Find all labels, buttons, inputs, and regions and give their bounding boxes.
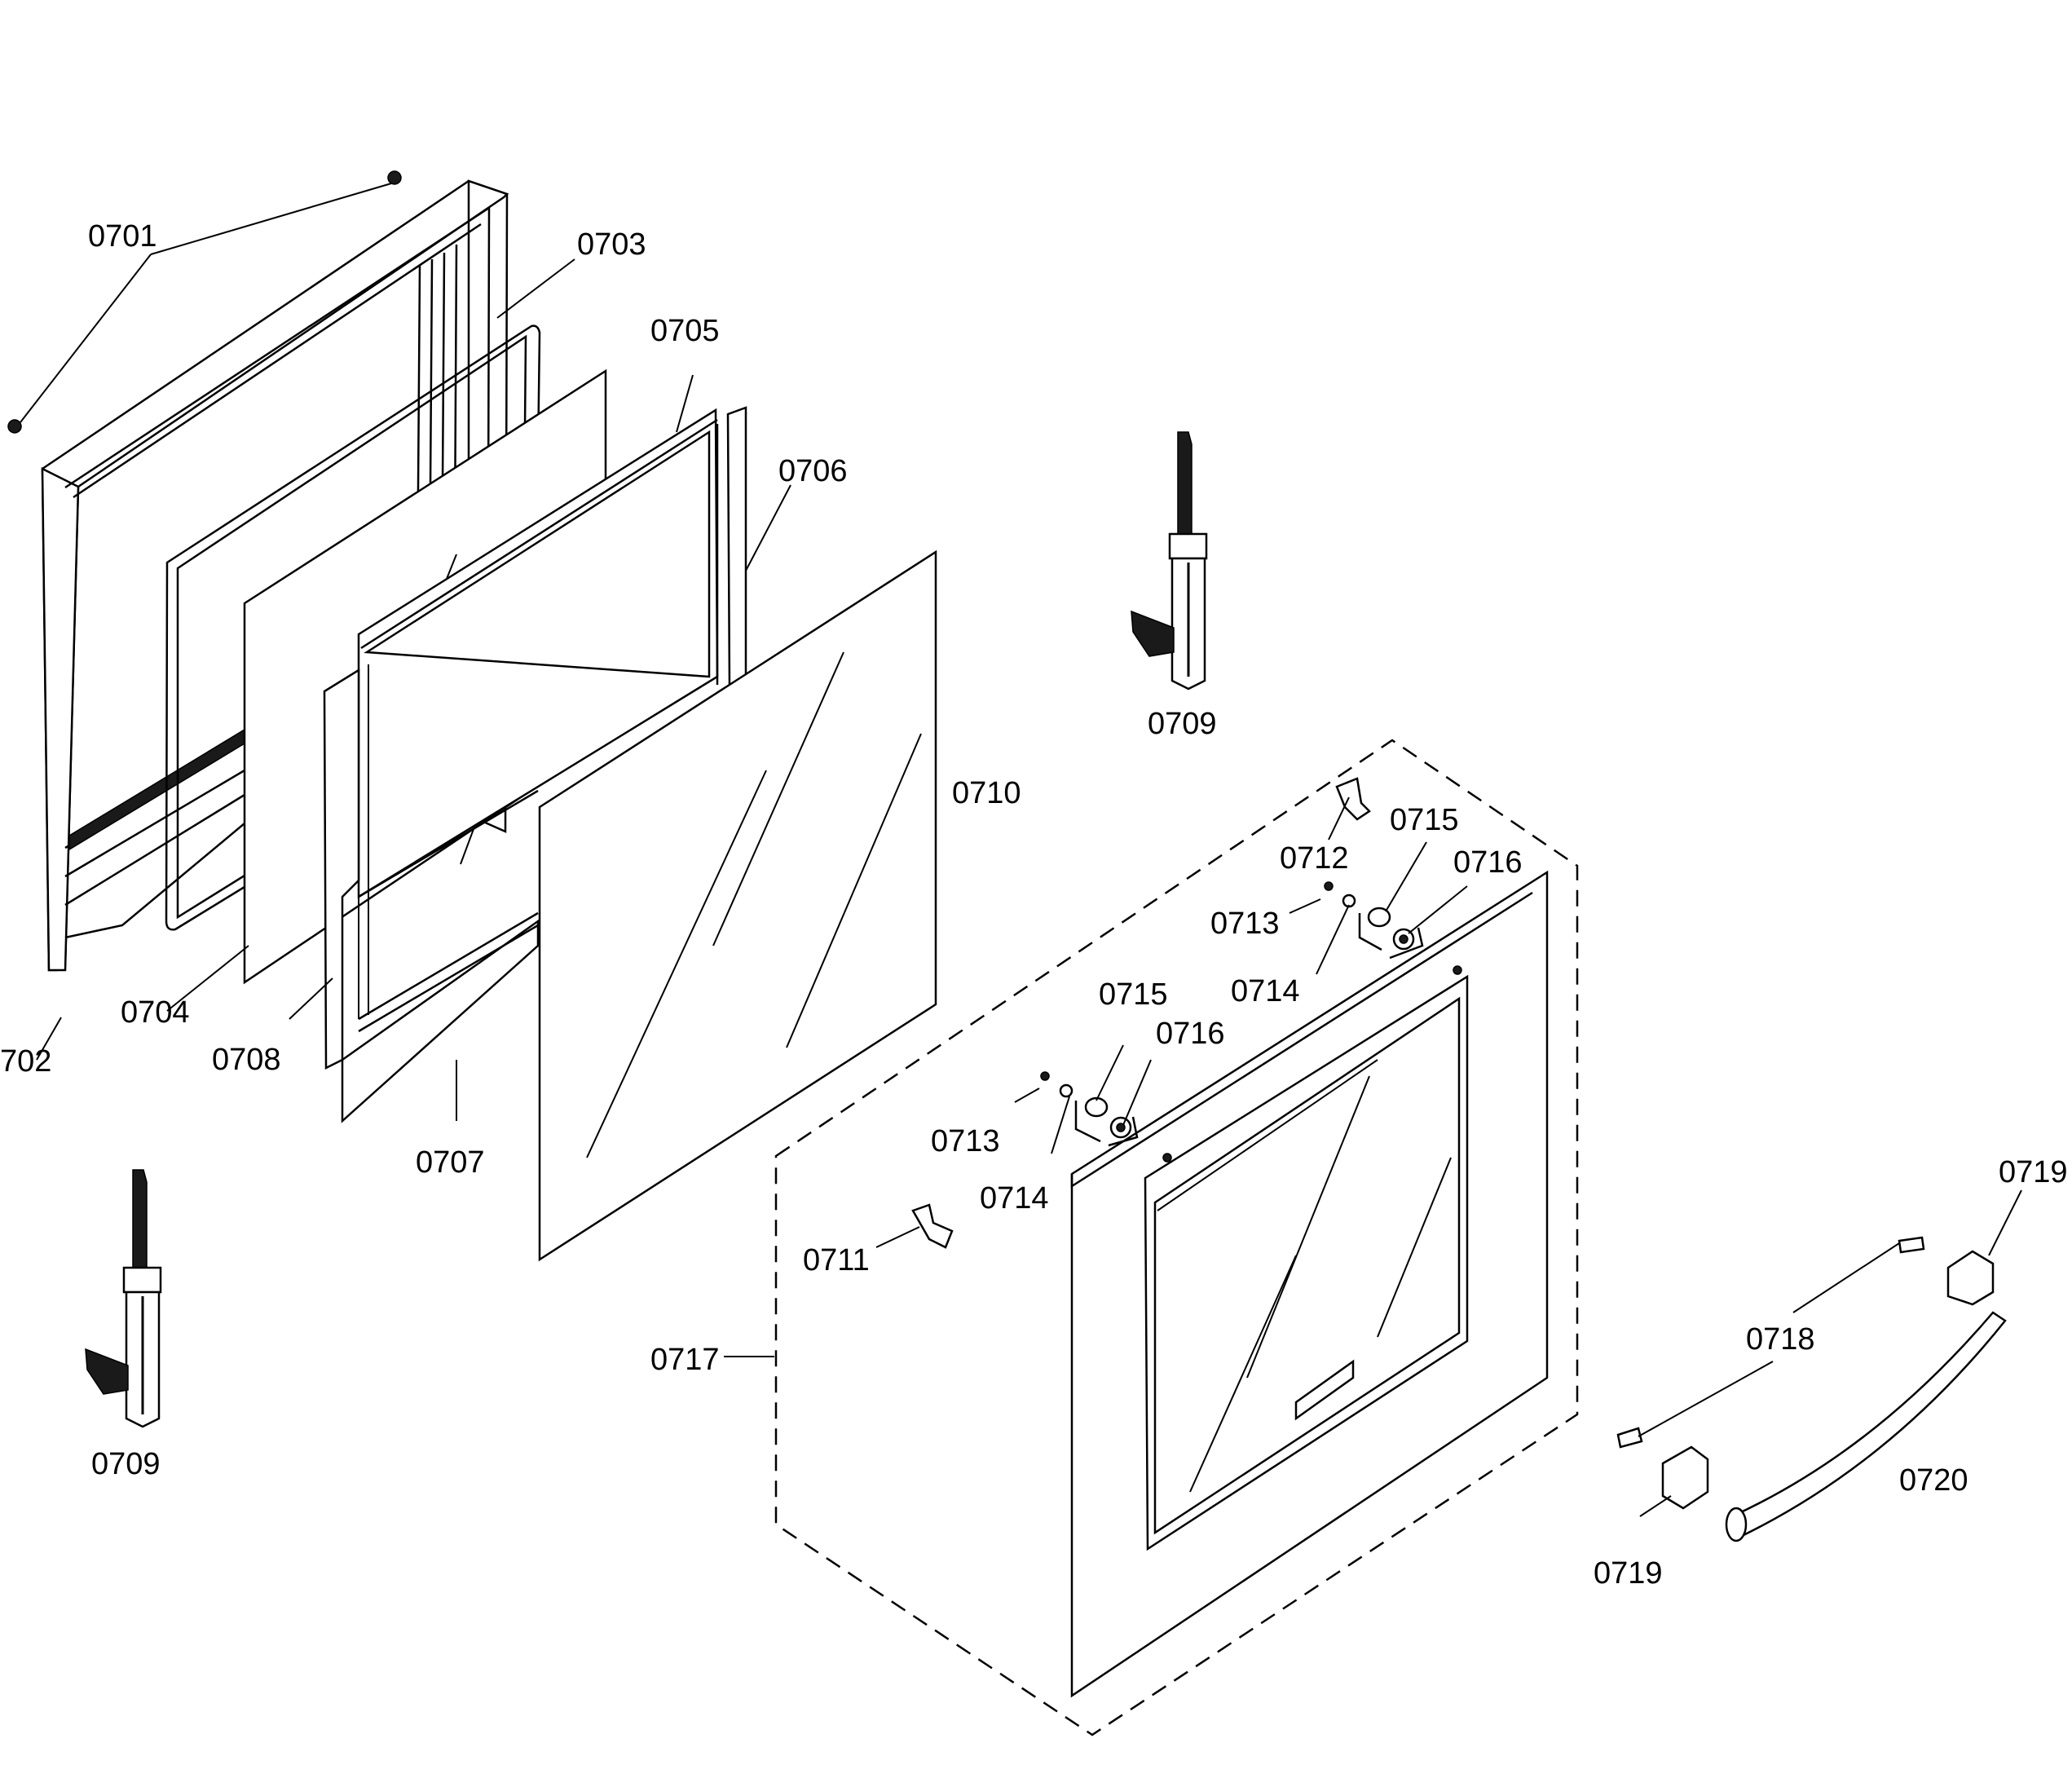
label-0716-upper: 0716	[1453, 845, 1523, 880]
side-profile-part	[323, 668, 360, 1070]
label-0719-upper: 0719	[1999, 1155, 2068, 1189]
label-0719-lower: 0719	[1594, 1556, 1663, 1591]
small-fastener-parts	[1040, 881, 1424, 1147]
label-0715-lower: 0715	[1099, 977, 1168, 1012]
label-0711: 0711	[803, 1243, 870, 1277]
callout-labels: 0701 702 0703 0704 0705 0706 0707 0708 0…	[0, 219, 2068, 1591]
label-0704: 0704	[121, 995, 190, 1030]
door-hinge-lower-part	[85, 1169, 162, 1428]
label-0720: 0720	[1899, 1463, 1968, 1498]
leader-lines	[20, 183, 2022, 1517]
label-0705: 0705	[650, 314, 720, 348]
side-strip-part	[716, 406, 747, 691]
door-hinge-upper-part	[1131, 431, 1208, 691]
outer-door-assembly-outline	[774, 739, 1579, 1736]
label-0717: 0717	[650, 1343, 720, 1377]
label-0712: 0712	[1280, 841, 1349, 876]
door-handle-bar-part	[1725, 1311, 2007, 1542]
label-0708: 0708	[212, 1043, 281, 1077]
bracket-lower-part	[911, 1203, 954, 1249]
label-0715-upper: 0715	[1390, 803, 1459, 837]
label-0702: 702	[0, 1044, 51, 1079]
handle-end-cap-parts	[1661, 1250, 1995, 1510]
label-0703: 0703	[577, 227, 646, 262]
label-0714-lower: 0714	[980, 1181, 1049, 1216]
outer-glass-pane-part	[538, 549, 937, 1262]
label-0714-upper: 0714	[1231, 974, 1300, 1008]
label-0718: 0718	[1746, 1322, 1815, 1357]
label-0710: 0710	[952, 776, 1021, 810]
lower-frame-part	[341, 664, 540, 1123]
label-0713-lower: 0713	[931, 1124, 1000, 1158]
label-0701: 0701	[88, 219, 157, 254]
label-0716-lower: 0716	[1156, 1017, 1225, 1051]
label-0707: 0707	[416, 1145, 485, 1180]
label-0706: 0706	[778, 454, 848, 488]
label-0709-upper: 0709	[1148, 707, 1217, 741]
outer-door-panel-part	[1070, 870, 1549, 1698]
label-0709-lower: 0709	[91, 1447, 161, 1481]
handle-pin-parts	[1616, 1236, 1925, 1449]
label-0713-upper: 0713	[1210, 907, 1280, 941]
